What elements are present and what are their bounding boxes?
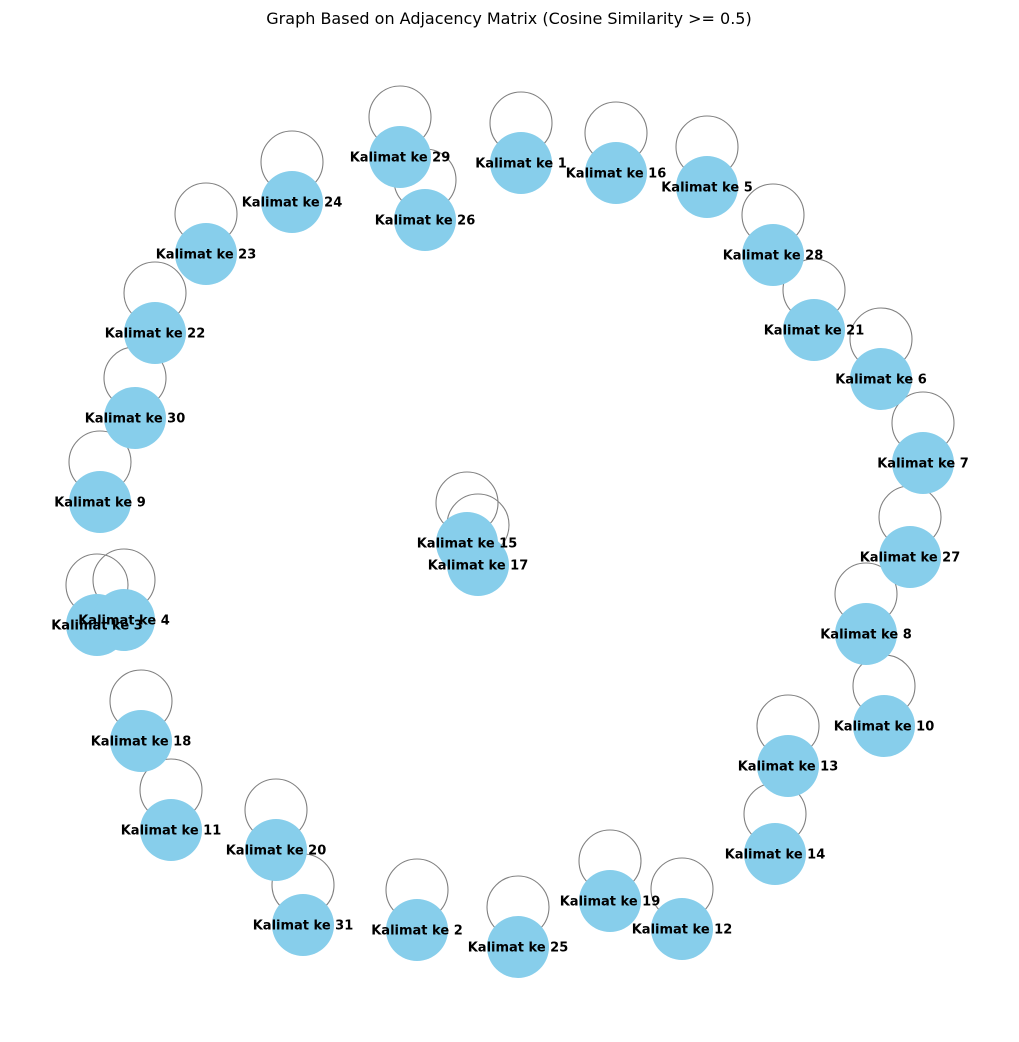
- node-label-28: Kalimat ke 28: [723, 249, 824, 264]
- node-label-6: Kalimat ke 6: [835, 373, 927, 388]
- graph-node-9: [69, 471, 131, 533]
- graph-node-12: [651, 898, 713, 960]
- graph-node-8: [835, 603, 897, 665]
- node-label-7: Kalimat ke 7: [877, 457, 969, 472]
- graph-node-17: [447, 534, 509, 596]
- node-label-30: Kalimat ke 30: [85, 412, 186, 427]
- node-label-27: Kalimat ke 27: [860, 551, 961, 566]
- graph-node-30: [104, 387, 166, 449]
- node-label-3: Kalimat ke 3: [51, 619, 143, 634]
- graph-node-7: [892, 432, 954, 494]
- graph-node-28: [742, 224, 804, 286]
- graph-node-6: [850, 348, 912, 410]
- graph-node-27: [879, 526, 941, 588]
- graph-node-20: [245, 819, 307, 881]
- node-label-12: Kalimat ke 12: [632, 923, 733, 938]
- graph-node-23: [175, 223, 237, 285]
- node-label-5: Kalimat ke 5: [661, 181, 753, 196]
- graph-node-22: [124, 302, 186, 364]
- node-label-1: Kalimat ke 1: [475, 157, 567, 172]
- node-label-18: Kalimat ke 18: [91, 735, 192, 750]
- node-label-8: Kalimat ke 8: [820, 628, 912, 643]
- graph-node-10: [853, 695, 915, 757]
- graph-node-31: [272, 894, 334, 956]
- graph-node-14: [744, 823, 806, 885]
- self-loop-edges: [65, 85, 955, 939]
- graph-node-1: [490, 132, 552, 194]
- node-label-14: Kalimat ke 14: [725, 848, 826, 863]
- node-label-21: Kalimat ke 21: [764, 324, 865, 339]
- node-label-24: Kalimat ke 24: [242, 196, 343, 211]
- node-label-17: Kalimat ke 17: [428, 559, 529, 574]
- node-label-11: Kalimat ke 11: [121, 824, 222, 839]
- graph-node-24: [261, 171, 323, 233]
- node-label-29: Kalimat ke 29: [350, 151, 451, 166]
- node-label-31: Kalimat ke 31: [253, 919, 354, 934]
- node-label-25: Kalimat ke 25: [468, 941, 569, 956]
- node-label-20: Kalimat ke 20: [226, 844, 327, 859]
- node-label-2: Kalimat ke 2: [371, 924, 463, 939]
- graph-node-19: [579, 870, 641, 932]
- graph-node-18: [110, 710, 172, 772]
- node-label-13: Kalimat ke 13: [738, 760, 839, 775]
- graph-node-2: [386, 899, 448, 961]
- node-label-4: Kalimat ke 4: [78, 614, 170, 629]
- graph-node-25: [487, 916, 549, 978]
- graph-node-5: [676, 156, 738, 218]
- node-label-23: Kalimat ke 23: [156, 248, 257, 263]
- node-label-16: Kalimat ke 16: [566, 167, 667, 182]
- node-label-26: Kalimat ke 26: [375, 214, 476, 229]
- graph-node-21: [783, 299, 845, 361]
- node-label-9: Kalimat ke 9: [54, 496, 146, 511]
- graph-node-29: [369, 126, 431, 188]
- node-label-19: Kalimat ke 19: [560, 895, 661, 910]
- graph-node-13: [757, 735, 819, 797]
- graph-node-16: [585, 142, 647, 204]
- graph-node-11: [140, 799, 202, 861]
- figure-title: Graph Based on Adjacency Matrix (Cosine …: [266, 9, 751, 28]
- node-label-10: Kalimat ke 10: [834, 720, 935, 735]
- graph-node-4: [93, 589, 155, 651]
- graph-node-26: [394, 189, 456, 251]
- node-label-22: Kalimat ke 22: [105, 327, 206, 342]
- node-label-15: Kalimat ke 15: [417, 537, 518, 552]
